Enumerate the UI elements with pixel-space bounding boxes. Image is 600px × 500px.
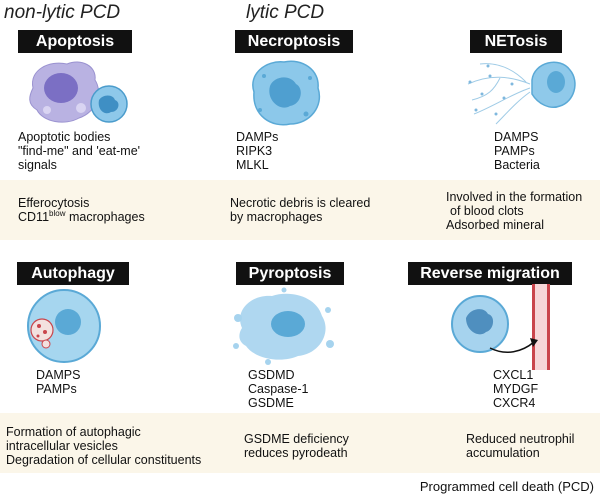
reverse-migration-marker: MYDGF	[493, 382, 539, 396]
autophagy-marker: DAMPS	[36, 368, 81, 382]
apoptosis-marker: "find-me" and 'eat-me'	[18, 144, 141, 158]
reverse-migration-icon	[451, 284, 550, 370]
pyroptosis-outcome-line: reduces pyrodeath	[244, 446, 348, 460]
autophagy-title: Autophagy	[17, 262, 129, 285]
outcome-band-bottom	[0, 413, 600, 473]
necroptosis-marker: DAMPs	[236, 130, 279, 144]
reverse-migration-title: Reverse migration	[408, 262, 572, 285]
pyroptosis-outcome: GSDME deficiency reduces pyrodeath	[244, 432, 349, 460]
netosis-title: NETosis	[470, 30, 562, 53]
reverse-migration-marker: CXCL1	[493, 368, 534, 382]
reverse-migration-outcome: Reduced neutrophil accumulation	[466, 432, 574, 460]
pyroptosis-cell-icon	[233, 287, 334, 365]
pyroptosis-outcome-line: GSDME deficiency	[244, 432, 349, 446]
autophagy-outcome-line: Formation of autophagic	[6, 425, 141, 439]
apoptosis-outcome: Efferocytosis CD11blow macrophages	[18, 196, 145, 224]
apoptosis-markers: Apoptotic bodies "find-me" and 'eat-me' …	[18, 130, 140, 172]
non-lytic-header: non-lytic PCD	[4, 2, 121, 23]
autophagy-markers: DAMPS PAMPs	[36, 368, 80, 396]
reverse-migration-outcome-line: accumulation	[466, 446, 540, 460]
netosis-outcome-line: Adsorbed mineral	[446, 218, 544, 232]
netosis-cell-icon	[467, 61, 576, 125]
apoptosis-cell-icon	[29, 61, 128, 123]
netosis-markers: DAMPS PAMPs Bacteria	[494, 130, 540, 172]
apoptosis-marker: signals	[18, 158, 57, 172]
necroptosis-outcome-line: Necrotic debris is cleared	[230, 196, 371, 210]
necroptosis-title: Necroptosis	[235, 30, 353, 53]
autophagy-marker: PAMPs	[36, 382, 77, 396]
reverse-migration-outcome-line: Reduced neutrophil	[466, 432, 575, 446]
apoptosis-outcome-line: CD11blow macrophages	[18, 208, 145, 224]
autophagy-outcome-line: intracellular vesicles	[6, 439, 118, 453]
pyroptosis-markers: GSDMD Caspase-1 GSDME	[248, 368, 308, 410]
outcome-band-top	[0, 180, 600, 240]
necroptosis-marker: RIPK3	[236, 144, 273, 158]
necroptosis-marker: MLKL	[236, 158, 269, 172]
lytic-header: lytic PCD	[246, 2, 325, 23]
pyroptosis-title: Pyroptosis	[236, 262, 344, 285]
necroptosis-outcome-line: by macrophages	[230, 210, 323, 224]
figure-caption: Programmed cell death (PCD)	[419, 479, 594, 494]
apoptosis-title: Apoptosis	[18, 30, 132, 53]
autophagy-outcome: Formation of autophagic intracellular ve…	[6, 425, 201, 467]
apoptosis-outcome-line: Efferocytosis	[18, 196, 90, 210]
netosis-outcome-line: of blood clots	[450, 204, 524, 218]
necroptosis-cell-icon	[252, 60, 321, 126]
necroptosis-markers: DAMPs RIPK3 MLKL	[236, 130, 278, 172]
reverse-migration-markers: CXCL1 MYDGF CXCR4	[493, 368, 538, 410]
apoptosis-marker: Apoptotic bodies	[18, 130, 111, 144]
pyroptosis-marker: Caspase-1	[248, 382, 309, 396]
netosis-marker: Bacteria	[494, 158, 540, 172]
pyroptosis-marker: GSDME	[248, 396, 294, 410]
netosis-marker: PAMPs	[494, 144, 535, 158]
netosis-outcome-line: Involved in the formation	[446, 190, 583, 204]
netosis-marker: DAMPS	[494, 130, 539, 144]
netosis-outcome: Involved in the formation of blood clots…	[446, 190, 582, 232]
reverse-migration-marker: CXCR4	[493, 396, 536, 410]
pyroptosis-marker: GSDMD	[248, 368, 295, 382]
autophagy-outcome-line: Degradation of cellular constituents	[6, 453, 202, 467]
necroptosis-outcome: Necrotic debris is cleared by macrophage…	[230, 196, 370, 224]
autophagy-cell-icon	[27, 289, 101, 363]
